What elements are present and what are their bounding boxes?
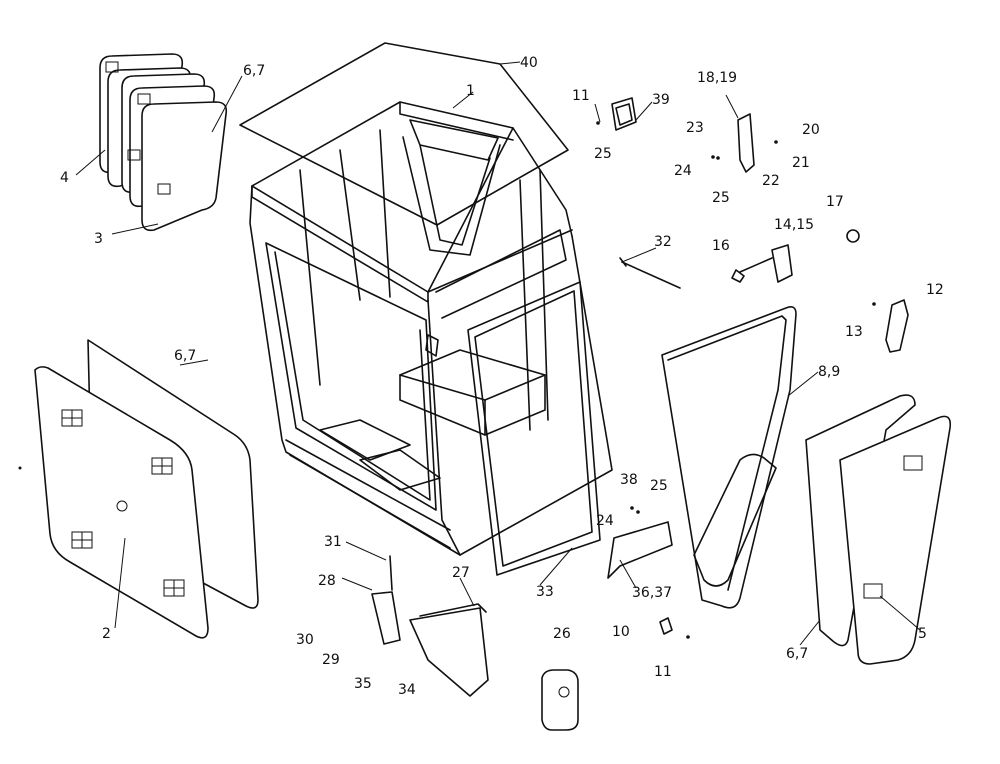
label-31: 31 — [324, 534, 342, 550]
bracket-36-37 — [607, 521, 673, 579]
label-24-top: 24 — [674, 163, 692, 179]
side-windows-top-left — [99, 53, 228, 232]
label-6-7-left: 6,7 — [174, 348, 196, 364]
roof-glass — [239, 42, 569, 226]
label-20: 20 — [802, 122, 820, 138]
label-25-mid: 25 — [712, 190, 730, 206]
fastener-dots — [18, 121, 876, 639]
label-1: 1 — [466, 83, 475, 99]
label-29: 29 — [322, 652, 340, 668]
label-23: 23 — [686, 120, 704, 136]
label-12: 12 — [926, 282, 944, 298]
label-38: 38 — [620, 472, 638, 488]
step-bracket-28 — [371, 591, 401, 645]
part-number-labels: 1 2 3 4 5 6,7 6,7 6,7 8,9 10 11 11 12 13… — [60, 55, 944, 698]
label-13: 13 — [845, 324, 863, 340]
gas-strut-32 — [619, 257, 681, 289]
label-8-9: 8,9 — [818, 364, 840, 380]
label-17: 17 — [826, 194, 844, 210]
mirror-26 — [541, 669, 579, 731]
label-26: 26 — [553, 626, 571, 642]
mirror-part-39 — [611, 97, 637, 131]
label-30: 30 — [296, 632, 314, 648]
knob-17 — [846, 229, 860, 243]
right-side-panels — [805, 394, 952, 665]
bracket-18-19 — [737, 113, 755, 173]
label-28: 28 — [318, 573, 336, 589]
label-33: 33 — [536, 584, 554, 600]
label-22: 22 — [762, 173, 780, 189]
door — [661, 306, 797, 609]
label-3: 3 — [94, 231, 103, 247]
label-40: 40 — [520, 55, 538, 71]
cab-frame — [249, 101, 613, 556]
latch-14-15 — [731, 244, 793, 283]
label-10: 10 — [612, 624, 630, 640]
label-6-7-top: 6,7 — [243, 63, 265, 79]
label-25-low: 25 — [650, 478, 668, 494]
left-side-panels — [34, 339, 259, 639]
step-27 — [409, 603, 489, 697]
hinge-10 — [659, 617, 673, 635]
label-27: 27 — [452, 565, 470, 581]
handle-12 — [885, 299, 909, 353]
label-34: 34 — [398, 682, 416, 698]
label-25-top: 25 — [594, 146, 612, 162]
label-21: 21 — [792, 155, 810, 171]
label-6-7-right: 6,7 — [786, 646, 808, 662]
door-seal — [467, 281, 601, 576]
label-39: 39 — [652, 92, 670, 108]
label-2: 2 — [102, 626, 111, 642]
leader-lines — [75, 61, 921, 646]
label-11-top: 11 — [572, 88, 590, 104]
label-32: 32 — [654, 234, 672, 250]
label-11-bottom: 11 — [654, 664, 672, 680]
bolt-31 — [389, 555, 393, 591]
label-36-37: 36,37 — [632, 585, 672, 601]
label-24-mid: 24 — [596, 513, 614, 529]
label-35: 35 — [354, 676, 372, 692]
label-18-19: 18,19 — [697, 70, 737, 86]
label-14-15: 14,15 — [774, 217, 814, 233]
label-4: 4 — [60, 170, 69, 186]
label-16: 16 — [712, 238, 730, 254]
label-5: 5 — [918, 626, 927, 642]
